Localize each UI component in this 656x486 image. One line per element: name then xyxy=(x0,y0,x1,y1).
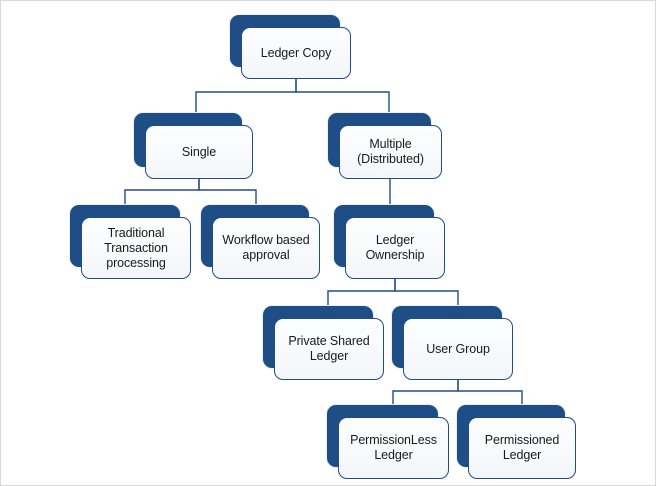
node-user-group[interactable]: User Group xyxy=(392,306,513,380)
node-card-permissioned-ledger[interactable]: Permissioned Ledger xyxy=(468,417,576,479)
node-card-user-group[interactable]: User Group xyxy=(403,318,513,380)
connector-single-to-traditional-transaction xyxy=(124,179,200,205)
node-private-shared-ledger[interactable]: Private Shared Ledger xyxy=(263,306,384,380)
connector-user-group-to-permissionless-ledger xyxy=(392,380,459,405)
node-single[interactable]: Single xyxy=(134,113,253,179)
connector-ledger-copy-to-multiple-distributed xyxy=(295,79,390,113)
node-permissionless-ledger[interactable]: PermissionLess Ledger xyxy=(327,405,449,479)
node-label-ledger-ownership: Ledger Ownership xyxy=(365,233,425,262)
connector-ledger-ownership-to-user-group xyxy=(394,279,459,306)
node-label-multiple-distributed: Multiple (Distributed) xyxy=(357,137,424,166)
node-label-workflow-based-approval: Workflow based approval xyxy=(222,233,310,262)
node-label-user-group: User Group xyxy=(426,341,490,356)
node-card-single[interactable]: Single xyxy=(145,125,253,179)
connector-user-group-to-permissioned-ledger xyxy=(457,380,523,405)
node-label-ledger-copy: Ledger Copy xyxy=(260,45,332,60)
node-card-permissionless-ledger[interactable]: PermissionLess Ledger xyxy=(338,417,449,479)
node-label-private-shared-ledger: Private Shared Ledger xyxy=(288,334,370,363)
node-card-multiple-distributed[interactable]: Multiple (Distributed) xyxy=(339,125,442,179)
node-label-permissionless-ledger: PermissionLess Ledger xyxy=(350,433,437,462)
node-card-ledger-ownership[interactable]: Ledger Ownership xyxy=(345,217,445,279)
node-traditional-transaction[interactable]: Traditional Transaction processing xyxy=(70,205,191,279)
connector-ledger-ownership-to-private-shared-ledger xyxy=(327,279,396,306)
node-label-traditional-transaction: Traditional Transaction processing xyxy=(104,225,168,270)
node-ledger-ownership[interactable]: Ledger Ownership xyxy=(334,205,445,279)
connector-ledger-copy-to-single xyxy=(195,79,297,113)
node-multiple-distributed[interactable]: Multiple (Distributed) xyxy=(328,113,442,179)
node-label-permissioned-ledger: Permissioned Ledger xyxy=(484,433,560,462)
node-card-workflow-based-approval[interactable]: Workflow based approval xyxy=(212,217,320,279)
node-ledger-copy[interactable]: Ledger Copy xyxy=(230,15,351,79)
connector-single-to-workflow-based-approval xyxy=(198,179,257,205)
node-card-private-shared-ledger[interactable]: Private Shared Ledger xyxy=(274,318,384,380)
node-workflow-based-approval[interactable]: Workflow based approval xyxy=(201,205,320,279)
node-card-traditional-transaction[interactable]: Traditional Transaction processing xyxy=(81,217,191,279)
node-card-ledger-copy[interactable]: Ledger Copy xyxy=(241,27,351,79)
node-permissioned-ledger[interactable]: Permissioned Ledger xyxy=(457,405,576,479)
node-label-single: Single xyxy=(181,144,217,159)
